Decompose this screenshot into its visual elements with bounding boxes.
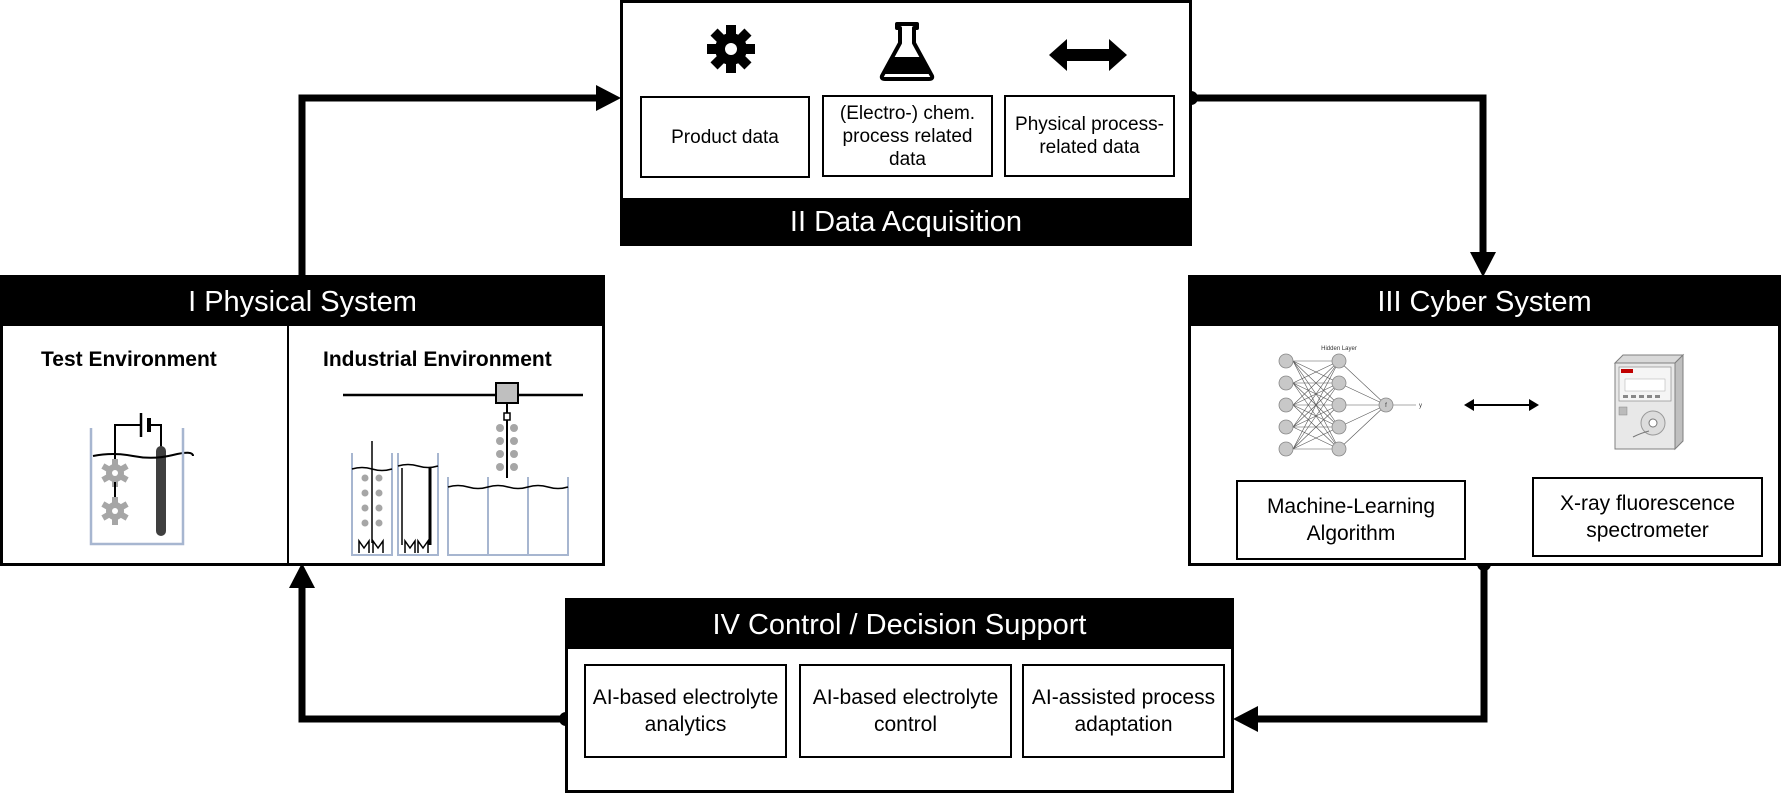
ai-control-label: AI-based electrolyte control: [812, 686, 999, 736]
physical-system-title: I Physical System: [3, 278, 602, 326]
ai-analytics-label: AI-based electrolyte analytics: [592, 686, 779, 736]
spectrometer-device-icon: [1613, 353, 1685, 451]
ai-analytics-box: AI-based electrolyte analytics: [584, 664, 787, 758]
chem-process-data-box: (Electro-) chem. process related data: [822, 95, 993, 177]
product-data-box: Product data: [640, 96, 810, 178]
product-data-label: Product data: [671, 126, 779, 148]
neural-network-icon: Hidden Layer f y: [1278, 346, 1422, 457]
nn-hidden-layer-label: Hidden Layer: [1321, 346, 1357, 352]
physical-system-divider: [287, 326, 289, 566]
industrial-environment-label: Industrial Environment: [323, 348, 552, 371]
arrow-control-to-physical: [289, 563, 573, 726]
data-acquisition-title: II Data Acquisition: [623, 198, 1189, 246]
xrf-spectrometer-label: X-ray fluorescence spectrometer: [1559, 492, 1736, 542]
physical-process-data-box: Physical process-related data: [1004, 95, 1175, 177]
ai-process-adaptation-box: AI-assisted process adaptation: [1022, 664, 1225, 758]
physical-system-panel: I Physical System Test Environment Indus…: [0, 275, 605, 566]
xrf-spectrometer-box: X-ray fluorescence spectrometer: [1532, 477, 1763, 557]
ai-control-box: AI-based electrolyte control: [799, 664, 1012, 758]
control-title: IV Control / Decision Support: [568, 601, 1231, 649]
industrial-line-illustration: [343, 382, 583, 556]
gear-icon: [707, 25, 755, 73]
nn-node-label: f: [1385, 403, 1387, 409]
control-panel: IV Control / Decision Support AI-based e…: [565, 598, 1234, 793]
ml-algorithm-label: Machine-Learning Algorithm: [1266, 495, 1436, 545]
test-environment-label: Test Environment: [41, 348, 217, 371]
ai-process-adaptation-label: AI-assisted process adaptation: [1031, 686, 1216, 736]
double-arrow-icon: [1049, 39, 1127, 71]
bidirectional-arrow-icon: [1464, 399, 1539, 411]
physical-process-data-label: Physical process-related data: [1015, 114, 1164, 158]
arrow-cyber-to-control: [1233, 557, 1491, 732]
ml-algorithm-box: Machine-Learning Algorithm: [1236, 480, 1466, 560]
nn-output-label: y: [1419, 403, 1422, 409]
cyber-system-panel: III Cyber System Hidden Layer f y: [1188, 275, 1781, 566]
test-cell-illustration: [89, 413, 194, 546]
flask-icon: [879, 22, 935, 81]
arrow-acquisition-to-cyber: [1184, 91, 1496, 277]
chem-process-data-label: (Electro-) chem. process related data: [839, 102, 976, 170]
arrow-physical-to-acquisition: [298, 85, 621, 277]
cyber-system-title: III Cyber System: [1191, 278, 1778, 326]
data-acquisition-panel: Product data (Electro-) chem. process re…: [620, 0, 1192, 246]
